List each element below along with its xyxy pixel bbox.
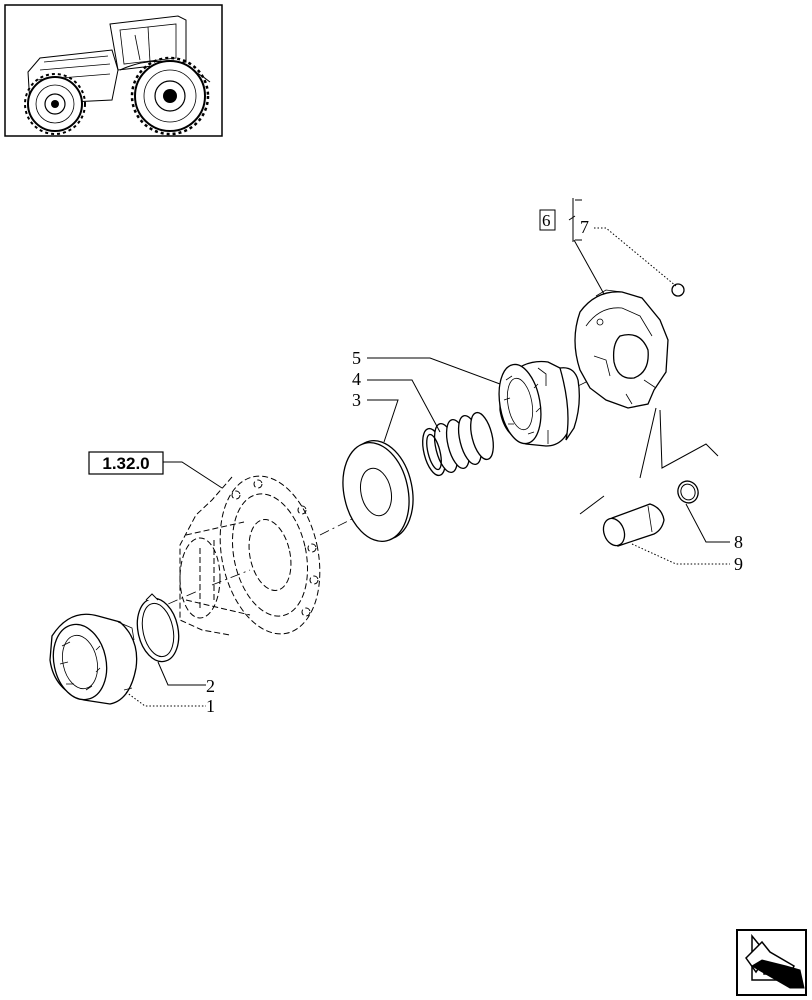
part-7-ball xyxy=(671,283,685,297)
part-3-thrust-washer xyxy=(342,439,414,543)
callout-8: 8 xyxy=(734,532,743,552)
part-1-sleeve xyxy=(49,613,138,705)
part-2-snap-ring xyxy=(136,593,180,663)
callout-4: 4 xyxy=(352,369,361,389)
callout-7: 7 xyxy=(580,217,589,237)
model-reference-text[interactable]: 1.32.0 xyxy=(102,454,149,473)
part-8-o-ring xyxy=(677,480,699,504)
group-box-6: 6 xyxy=(539,209,556,231)
callout-2: 2 xyxy=(206,676,215,696)
callout-9: 9 xyxy=(734,554,743,574)
next-page-arrow-icon[interactable] xyxy=(736,929,807,996)
callout-1: 1 xyxy=(206,696,215,716)
group-box-6-label: 6 xyxy=(542,211,551,230)
leader-lines xyxy=(125,198,730,707)
callout-5: 5 xyxy=(352,348,361,368)
callout-labels: 1 2 3 4 5 7 8 9 xyxy=(206,217,743,716)
part-5-coupler xyxy=(498,360,580,447)
model-reference-link[interactable]: 1.32.0 xyxy=(88,451,164,475)
tractor-thumbnail-icon xyxy=(4,4,223,137)
part-4-spring xyxy=(422,411,494,477)
callout-3: 3 xyxy=(352,390,361,410)
part-6-fork xyxy=(574,289,669,409)
part-9-pin xyxy=(602,503,665,547)
hub-housing xyxy=(179,475,321,636)
